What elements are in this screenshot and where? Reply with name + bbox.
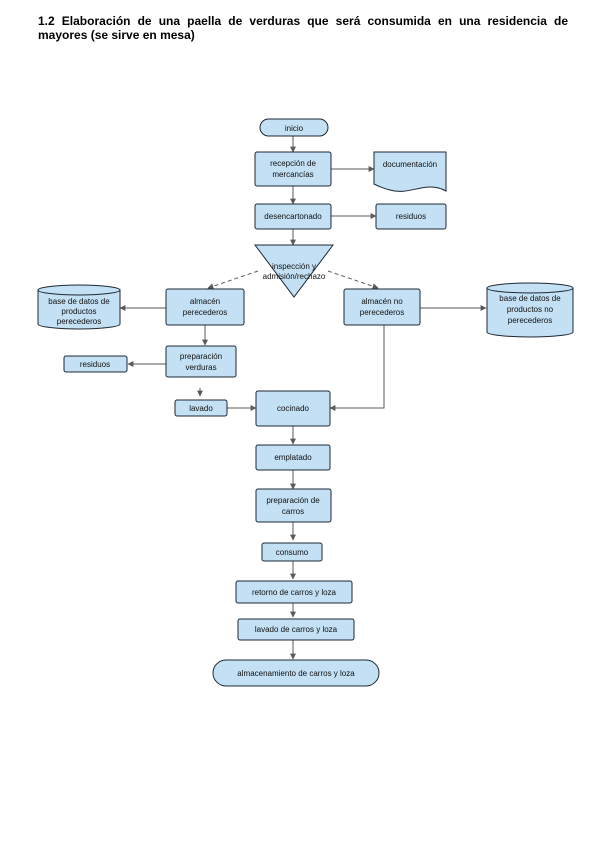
node-lavado-carros: lavado de carros y loza [237, 618, 355, 641]
node-residuos-2: residuos [63, 355, 128, 373]
node-residuos-1: residuos [375, 203, 447, 230]
node-label: base de datos de [499, 294, 561, 303]
node-label: carros [282, 507, 304, 516]
node-label: recepción de [270, 159, 316, 168]
node-label: inspección y [272, 262, 316, 271]
node-lavado: lavado [174, 399, 228, 417]
node-consumo: consumo [261, 542, 323, 562]
node-label: retorno de carros y loza [252, 588, 337, 597]
node-recepcion: recepción de mercancías [254, 151, 332, 187]
node-label: residuos [396, 212, 426, 221]
node-preparacion-verduras: preparación verduras [165, 345, 237, 378]
node-label: inicio [285, 124, 304, 133]
arrow-inspeccion-almacen-no-perecederos [327, 270, 379, 290]
node-label: emplatado [274, 453, 312, 462]
node-inspeccion: inspección y admisión/rechazo [254, 244, 334, 298]
node-label: verduras [185, 363, 216, 372]
node-label: cocinado [277, 404, 310, 413]
node-label: preparación [180, 352, 222, 361]
node-label: base de datos de [48, 297, 110, 306]
node-documentacion: documentación [373, 151, 447, 192]
node-label: consumo [276, 548, 309, 557]
node-label: lavado de carros y loza [255, 625, 338, 634]
node-label: lavado [189, 404, 213, 413]
node-almacen-perecederos: almacén perecederos [165, 288, 245, 326]
node-label: almacén no [361, 297, 403, 306]
node-label: admisión/rechazo [263, 272, 326, 281]
node-label: perecederos [360, 308, 404, 317]
node-cocinado: cocinado [255, 390, 331, 427]
node-label: productos no [507, 305, 554, 314]
node-label: desencartonado [264, 212, 322, 221]
node-desencartonado: desencartonado [254, 203, 332, 230]
node-label: almacén [190, 297, 220, 306]
node-almacen-no-perecederos: almacén no perecederos [343, 288, 421, 326]
node-almacenamiento: almacenamiento de carros y loza [212, 659, 380, 687]
node-label: perecederos [183, 308, 227, 317]
node-retorno: retorno de carros y loza [235, 580, 353, 604]
node-bd-perecederos: base de datos de productos perecederos [37, 284, 121, 330]
connectors [119, 136, 487, 660]
node-inicio: inicio [259, 118, 329, 137]
node-label: perecederos [57, 317, 101, 326]
node-label: mercancías [272, 170, 313, 179]
arrow-inspeccion-almacen-perecederos [207, 270, 259, 290]
page-title: 1.2 Elaboración de una paella de verdura… [38, 14, 568, 42]
node-label: residuos [80, 360, 110, 369]
node-preparacion-carros: preparación de carros [255, 488, 332, 523]
node-emplatado: emplatado [255, 444, 331, 471]
node-label: productos [61, 307, 96, 316]
node-label: preparación de [266, 496, 320, 505]
node-bd-no-perecederos: base de datos de productos no perecedero… [486, 282, 574, 338]
node-label: documentación [383, 160, 437, 169]
arrow-almacen-no-perecederos-cocinado [329, 325, 385, 411]
node-label: perecederos [508, 316, 552, 325]
node-label: almacenamiento de carros y loza [237, 669, 355, 678]
